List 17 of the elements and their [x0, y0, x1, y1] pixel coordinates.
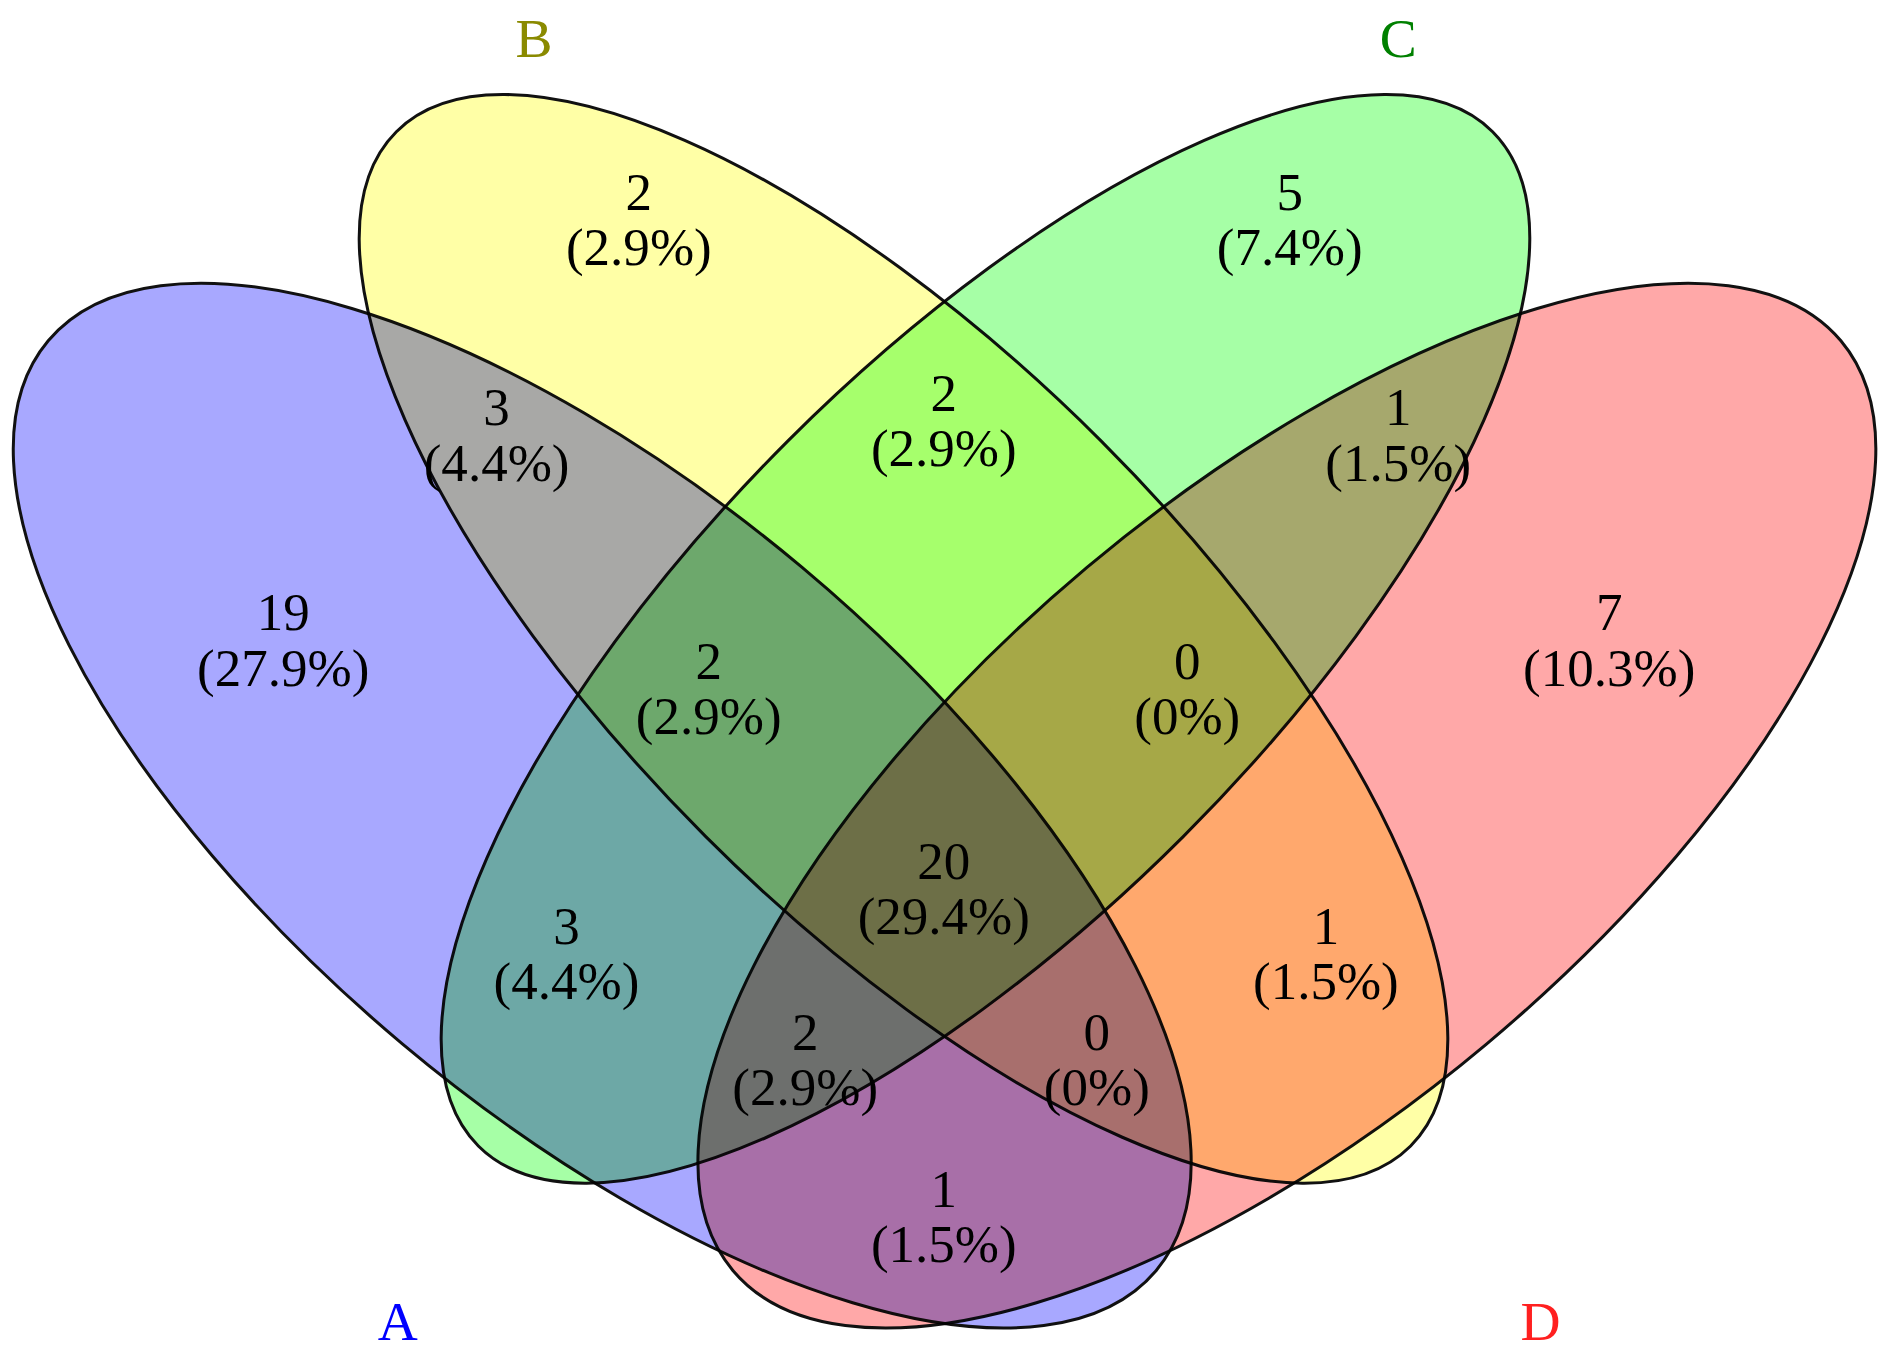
region-count: 2 (2.9%) — [635, 634, 782, 745]
set-label: D — [1520, 1294, 1561, 1350]
region-count: 5 (7.4%) — [1216, 165, 1363, 277]
region-count: 2 (2.9%) — [870, 366, 1017, 478]
region-count: 1 (1.5%) — [870, 1161, 1017, 1273]
region-count: 1 (1.5%) — [1253, 899, 1399, 1011]
region-count: 7 (10.3%) — [1523, 585, 1696, 697]
region-count: 0 (0%) — [1134, 634, 1241, 745]
set-label: B — [515, 10, 553, 67]
region-count: 2 (2.9%) — [565, 165, 712, 277]
region-count: 0 (0%) — [1043, 1005, 1150, 1117]
region-count: 20 (29.4%) — [857, 834, 1030, 945]
region-count: 19 (27.9%) — [197, 585, 370, 697]
region-count: 3 (4.4%) — [493, 899, 640, 1011]
set-label: A — [377, 1294, 418, 1350]
region-count: 3 (4.4%) — [423, 380, 570, 492]
set-label: C — [1379, 10, 1417, 67]
